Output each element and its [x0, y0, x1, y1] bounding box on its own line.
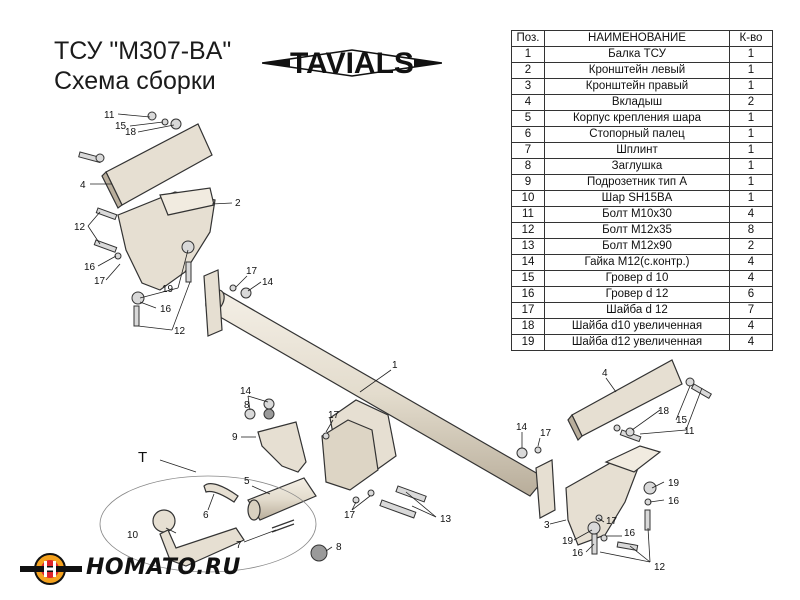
callout-18-top-left: 18: [125, 127, 137, 138]
callout-8-socket: 8: [244, 400, 250, 411]
right-bracket: [565, 445, 662, 546]
row-name: Шайба d10 увеличенная: [544, 318, 730, 335]
callout-17-right-lower: 17: [606, 516, 618, 527]
parts-table-header: Поз. НАИМЕНОВАНИЕ К-во: [511, 30, 773, 47]
callout-17-beam-left: 17: [246, 266, 258, 277]
callout-12-left-lower: 12: [174, 326, 186, 337]
callout-9: 9: [232, 432, 238, 443]
callout-3: 3: [544, 520, 550, 531]
callout-10: 10: [127, 530, 139, 541]
callout-12-right: 12: [654, 562, 666, 573]
homato-brand: HOMATO.RU: [20, 551, 280, 591]
callout-18-right: 18: [658, 406, 670, 417]
row-name: Кронштейн левый: [544, 62, 730, 79]
callout-19-left: 19: [162, 284, 174, 295]
callout-1: 1: [392, 360, 398, 371]
callout-6: 6: [203, 510, 209, 521]
callout-16-left: 16: [84, 262, 96, 273]
leader-lines: [87, 113, 703, 563]
row-position: 17: [511, 302, 545, 319]
callout-12-left-upper: 12: [74, 222, 86, 233]
title-line-1: ТСУ "M307-BA": [54, 37, 232, 65]
tavials-logo: TAVIALS: [262, 40, 442, 86]
callout-19-right-lower: 19: [562, 536, 574, 547]
cotter-pin: [271, 519, 295, 533]
callout-16-right-upper: 16: [668, 496, 680, 507]
callout-labels: 11 15 18 4 2 12 16 17 19 16 12 17 14 1 1…: [74, 110, 695, 573]
callout-7: 7: [236, 540, 242, 551]
row-name: Болт M12x90: [544, 238, 730, 255]
callout-17-left: 17: [94, 276, 106, 287]
diagram-title: ТСУ "M307-BA" Схема сборки: [54, 36, 231, 96]
callout-16-right-mid: 16: [624, 528, 636, 539]
tow-ball: [152, 509, 245, 567]
callout-5: 5: [244, 476, 250, 487]
row-name: Подрозетник тип А: [544, 174, 730, 191]
title-line-2: Схема сборки: [54, 67, 216, 95]
ball-housing: [247, 477, 317, 521]
row-name: Болт M12x35: [544, 222, 730, 239]
plug-cap-small: [263, 408, 275, 420]
homato-logo-icon: [20, 553, 82, 585]
callout-8-plug: 8: [336, 542, 342, 553]
row-position: 10: [511, 190, 545, 207]
callout-16-right-bottom: 16: [572, 548, 584, 559]
header-name: НАИМЕНОВАНИЕ: [544, 30, 730, 47]
callout-17-socket: 17: [328, 410, 340, 421]
callout-4-left: 4: [80, 180, 86, 191]
row-position: 19: [511, 334, 545, 351]
callout-4-right: 4: [602, 368, 608, 379]
brand-text: HOMATO.RU: [86, 555, 241, 580]
header-quantity: К-во: [729, 30, 773, 47]
assembly-T-outline: [99, 475, 317, 573]
logo-text: TAVIALS: [290, 47, 414, 80]
row-name: Шайба d12 увеличенная: [544, 334, 730, 351]
plug-cap: [310, 544, 328, 562]
locking-pin: [203, 483, 239, 503]
callout-16-left-lower: 16: [160, 304, 172, 315]
row-position: 14: [511, 254, 545, 271]
callout-14-beam-left: 14: [262, 277, 274, 288]
callout-15-right: 15: [676, 415, 688, 426]
callout-11-right: 11: [684, 426, 695, 437]
callout-17-right: 17: [540, 428, 552, 439]
right-insert: [567, 359, 683, 442]
row-quantity: 4: [729, 334, 773, 351]
callout-11-top-left: 11: [104, 110, 115, 121]
socket-plate: [257, 421, 307, 473]
callout-T: T: [138, 449, 147, 466]
left-bracket: [117, 187, 216, 291]
callout-13: 13: [440, 514, 452, 525]
callout-14-right: 14: [516, 422, 528, 433]
row-quantity: 8: [729, 222, 773, 239]
callout-14-socket: 14: [240, 386, 252, 397]
callout-19-right-upper: 19: [668, 478, 680, 489]
callout-17-center: 17: [344, 510, 356, 521]
left-insert: [101, 123, 213, 209]
callout-15-top-left: 15: [115, 121, 127, 132]
callout-2: 2: [235, 198, 241, 209]
row-name: Шплинт: [544, 142, 730, 159]
tow-beam: [203, 269, 556, 519]
row-quantity: 1: [729, 158, 773, 175]
